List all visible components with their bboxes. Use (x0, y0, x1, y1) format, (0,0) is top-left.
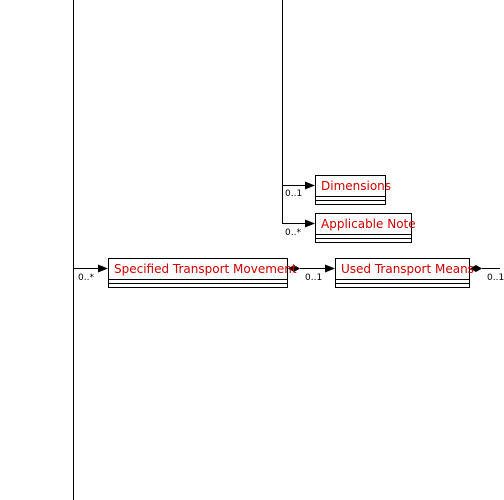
operations-section (109, 284, 287, 288)
attributes-section (109, 280, 287, 284)
operations-section (316, 201, 385, 205)
class-name: Dimensions (316, 176, 391, 197)
arrowhead-specified-transport-movement (98, 264, 108, 273)
arrowhead-used-transport-means (325, 264, 335, 273)
class-dimensions[interactable]: Dimensions (315, 175, 391, 205)
class-applicable-note[interactable]: Applicable Note (315, 213, 416, 243)
arrowhead-applicable-note (305, 219, 315, 228)
multiplicity-applicable-note: 0..* (285, 228, 301, 238)
multiplicity-used-transport-means: 0..1 (305, 273, 323, 283)
class-name: Specified Transport Movement (109, 259, 297, 280)
multiplicity-dimensions: 0..1 (285, 189, 303, 199)
arrowhead-dimensions (305, 181, 315, 190)
attributes-section (316, 197, 385, 201)
class-specified-transport-movement[interactable]: Specified Transport Movement (108, 258, 297, 288)
attributes-section (336, 280, 469, 284)
operations-section (336, 284, 469, 288)
class-name: Applicable Note (316, 214, 416, 235)
operations-section (316, 239, 411, 243)
class-name: Used Transport Means (336, 259, 474, 280)
composition-diamond-means (470, 265, 482, 272)
multiplicity-specified-transport-movement: 0..* (78, 273, 94, 283)
attributes-section (316, 235, 411, 239)
multiplicity-offscreen-right: 0..1 (487, 273, 504, 283)
class-used-transport-means[interactable]: Used Transport Means (335, 258, 474, 288)
composition-diamond-movement (288, 265, 300, 272)
